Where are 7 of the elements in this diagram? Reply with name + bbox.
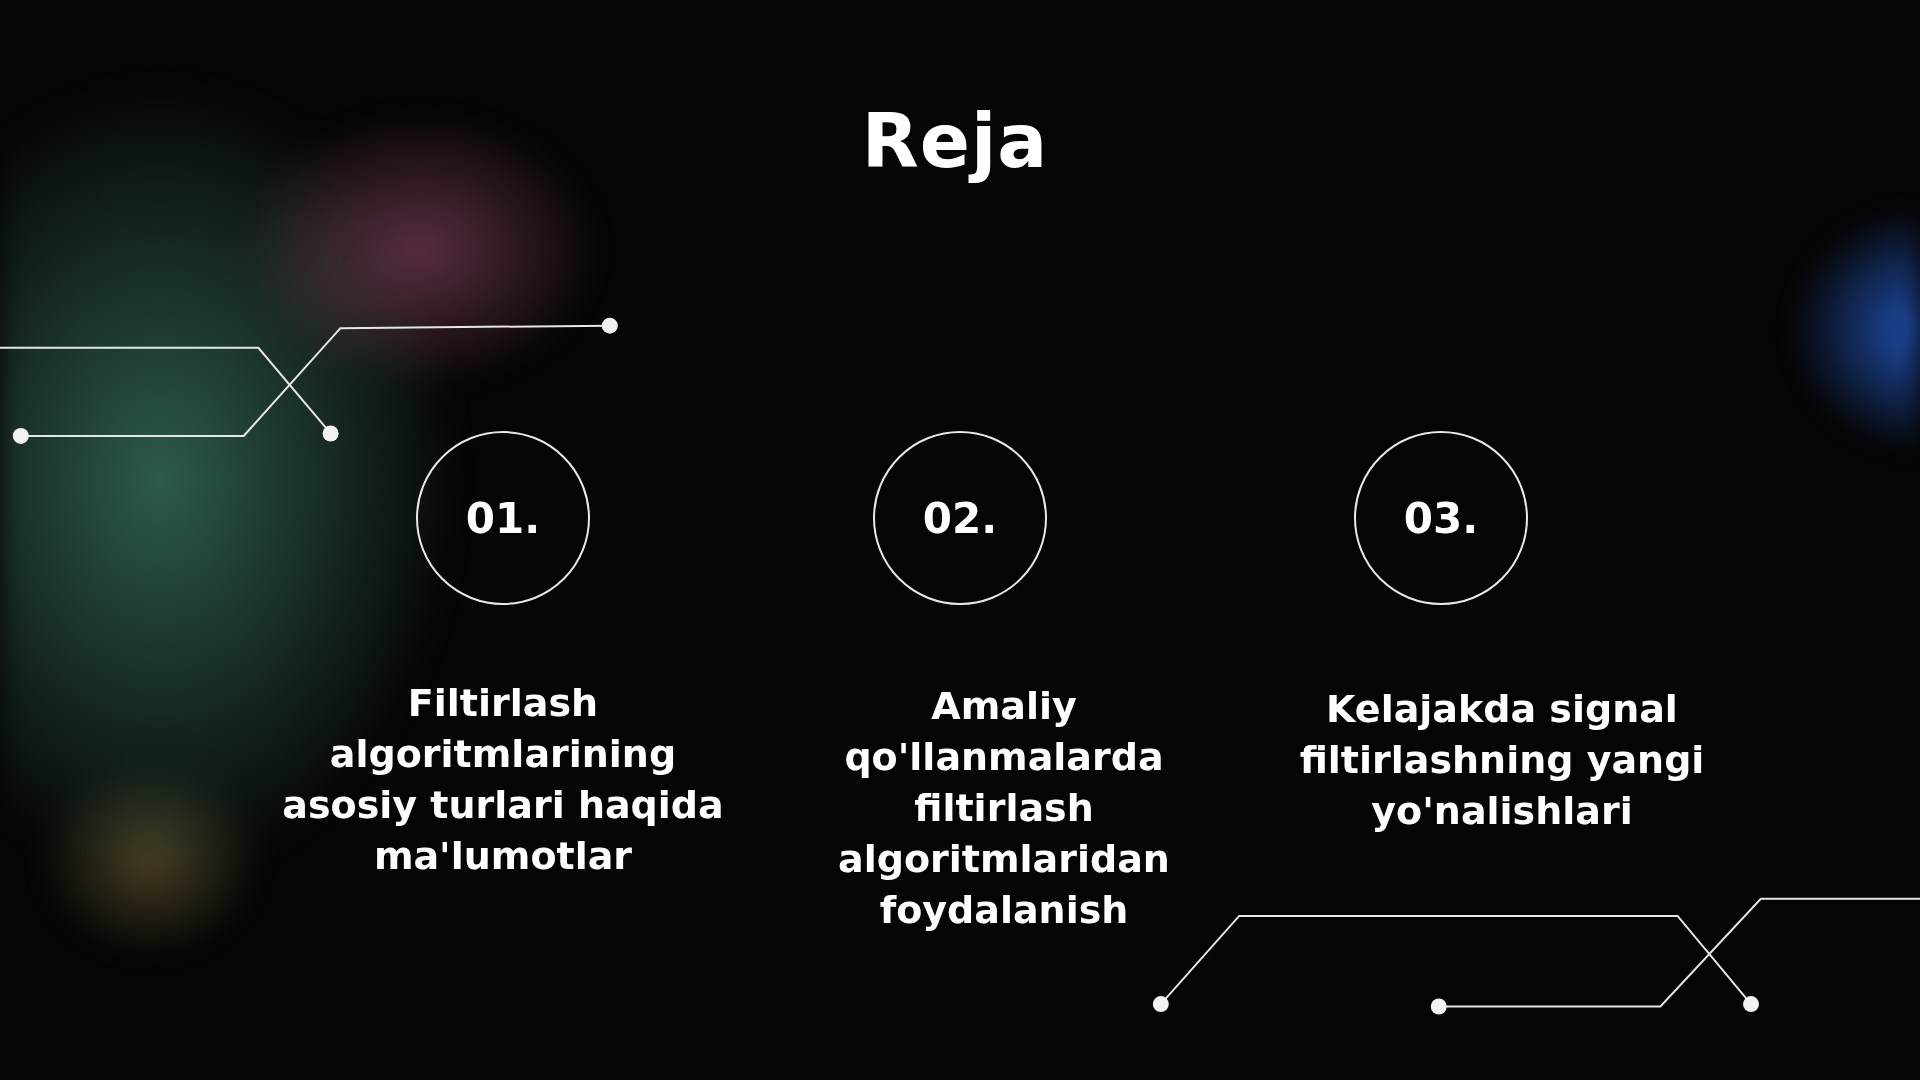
number-circle: 01. [416,431,590,605]
number-circle: 03. [1354,431,1528,605]
topic-text: Filtirlash algoritmlarining asosiy turlari haqida ma'lumotlar [281,680,725,880]
topic-text: Amaliy qo'llanmalarda filtirlash algoritmlaridan foydalanish [837,683,1171,934]
title: Reja [860,98,1050,184]
topic-text: Kelajakda signal filtirlashning yangi yo'nalishlari [1298,686,1706,835]
number-circle: 02. [873,431,1047,605]
